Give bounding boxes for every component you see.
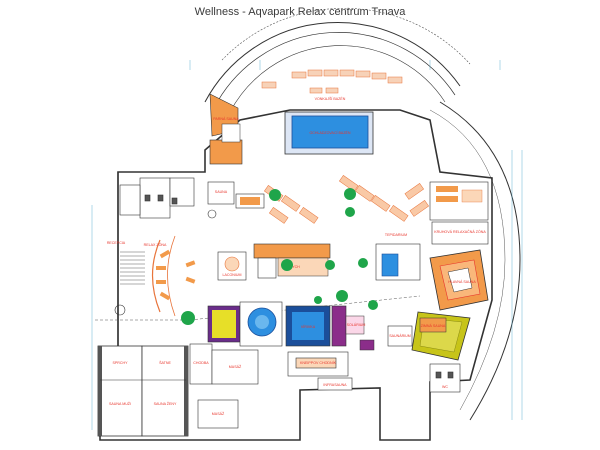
steam-sauna-block: PARNÁ SAUNA <box>209 93 243 165</box>
lower-rooms <box>189 343 353 429</box>
whirlpool-area: VÍRIVKA <box>207 301 331 347</box>
label-masaz-1: MASÁŽ <box>229 364 242 369</box>
left-service-rooms <box>119 177 195 219</box>
laconium-room: LACONIUM <box>217 251 247 281</box>
main-sauna: HLAVNÁ SAUNA <box>429 249 489 311</box>
label-tepidarium: TEPIDARIUM <box>385 233 407 237</box>
outer-terrace-arcs <box>204 7 521 421</box>
label-satne: ŠATNE <box>159 360 171 365</box>
central-loungers <box>263 175 430 224</box>
stairs <box>120 251 145 285</box>
small-pool-right: SAUNÁRIUM <box>387 325 413 347</box>
label-wc: WC <box>442 385 448 389</box>
grid-marks <box>91 60 523 430</box>
label-ochladzovaci-bazen: OCHLADZOVACÍ BAZÉN <box>309 130 350 135</box>
label-vonkajsi-bazen: VONKAJŠÍ BAZÉN <box>315 96 346 101</box>
central-bar: ODDYCH <box>253 243 331 279</box>
label-relax-zona: RELAX ZÓNA <box>144 242 167 247</box>
label-laconium: LACONIUM <box>223 273 242 277</box>
label-zimna-sauna: ZIMNÁ SAUNA <box>421 324 446 328</box>
label-parna-sauna: PARNÁ SAUNA <box>213 117 239 121</box>
label-masaz-2: MASÁŽ <box>212 411 225 416</box>
label-vyrivka: VÍRIVKA <box>301 325 316 329</box>
label-sprchy: SPRCHY <box>113 361 129 365</box>
sauna-small: SAUNA <box>207 181 265 219</box>
label-sauna-zeny: SAUNA ŽENY <box>154 401 177 406</box>
winter-sauna: ZIMNÁ SAUNA <box>411 311 471 361</box>
wc-rooms <box>429 363 461 393</box>
half-circle-relax-zone: RELAX ZÓNA <box>144 235 196 317</box>
right-upper-rooms: KRUHOVÁ RELAXAČNÁ ZÓNA <box>429 181 489 245</box>
plan-title: Wellness - Aqvapark Relax centrum Trnava <box>194 6 406 18</box>
label-infrasauna: INFRASAUNA <box>323 383 347 387</box>
label-recepcia: RECEPCIA <box>107 241 126 245</box>
solarium-rooms: SOLÁRIUM <box>331 305 375 351</box>
label-sauna: SAUNA <box>215 190 228 194</box>
tepidarium-area: TEPIDARIUM <box>375 233 421 281</box>
label-sauna-muzi: SAUNA MUŽI <box>109 401 131 406</box>
label-solarium: SOLÁRIUM <box>347 323 366 327</box>
label-hlavna-sauna: HLAVNÁ SAUNA <box>448 280 476 284</box>
changing-rooms: SAUNA MUŽI SAUNA ŽENY SPRCHY ŠATNE <box>97 345 189 437</box>
cold-pool: OCHLADZOVACÍ BAZÉN <box>284 111 374 155</box>
reception: RECEPCIA <box>107 241 126 316</box>
label-kruhova-relaxacna-zona: KRUHOVÁ RELAXAČNÁ ZÓNA <box>434 229 486 234</box>
terrace-loungers <box>261 69 403 94</box>
label-saunarium: SAUNÁRIUM <box>389 334 411 338</box>
palm-trees <box>181 188 378 325</box>
label-chodba: CHODBA <box>193 361 209 365</box>
label-kneippov-chodnik: KNEIPPOV CHODNÍK <box>300 361 337 365</box>
